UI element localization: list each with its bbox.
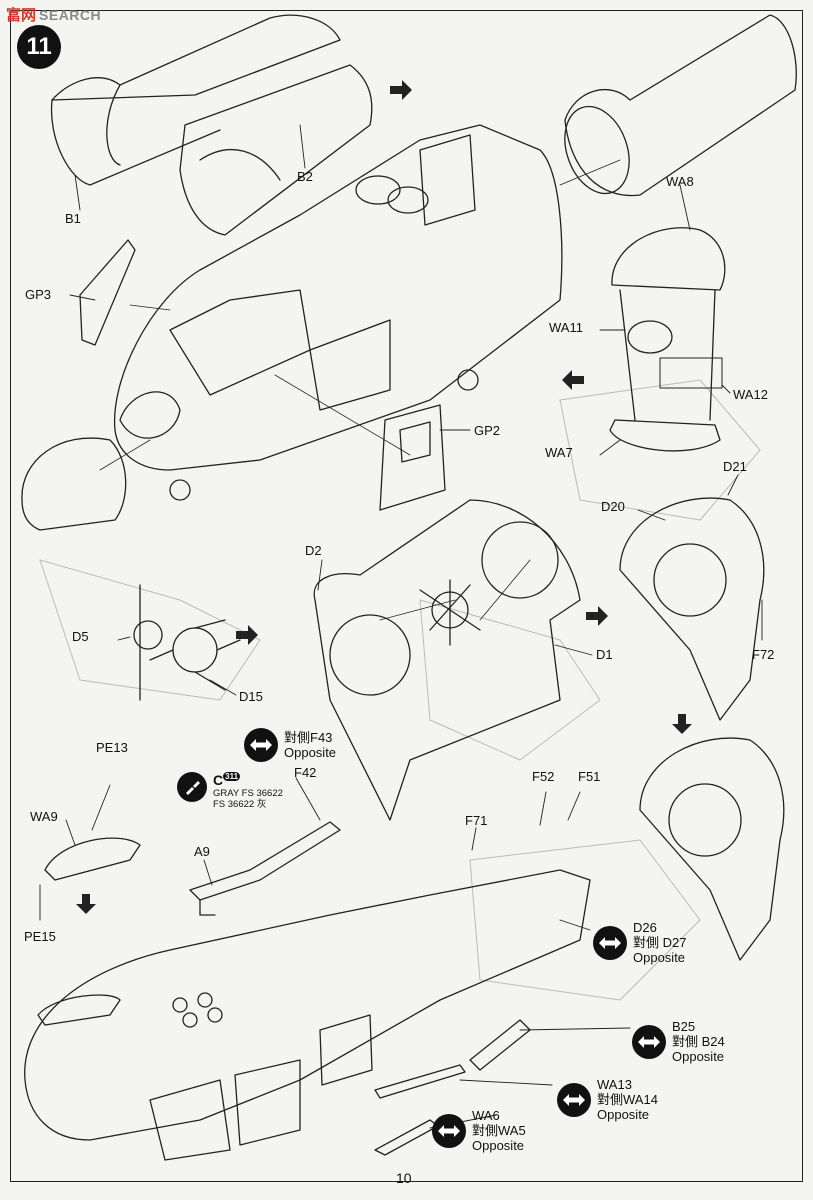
watermark: 富网 SEARCH — [6, 4, 101, 25]
label-d1: D1 — [596, 647, 613, 662]
part-a9-f42 — [189, 821, 341, 916]
opposite-f43-cn: 對側F43 — [284, 730, 333, 745]
assembly-lines — [99, 159, 621, 621]
part-nose-cap — [21, 437, 127, 531]
swap-arrow-icon — [432, 1113, 466, 1148]
page-frame — [10, 10, 803, 1182]
label-pe13: PE13 — [96, 740, 128, 755]
label-d5: D5 — [72, 629, 89, 644]
label-gp2: GP2 — [474, 423, 501, 438]
label-d20: D20 — [601, 499, 625, 514]
part-wa9 — [37, 837, 141, 1026]
part-tail-assembled — [619, 497, 765, 721]
label-wa11: WA11 — [549, 320, 583, 335]
part-b25 — [469, 1019, 531, 1071]
part-gp2-door — [379, 404, 446, 511]
part-tail-assembled-lower — [639, 737, 785, 961]
paint-line-1: GRAY FS 36622 — [213, 788, 283, 799]
opposite-wa6-cn: 對側WA5 — [472, 1123, 526, 1138]
label-pe15: PE15 — [24, 929, 56, 944]
label-d21: D21 — [723, 459, 747, 474]
label-wa8: WA8 — [666, 174, 694, 189]
swap-arrow-icon — [244, 728, 278, 762]
part-tail-cone — [564, 14, 797, 197]
part-d2-tail — [313, 499, 581, 821]
opposite-callout-wa13: WA13 對側WA14 Opposite — [557, 1077, 658, 1122]
leader-lines — [39, 124, 763, 1129]
label-b2: B2 — [297, 169, 313, 184]
opposite-wa6-en: Opposite — [472, 1138, 525, 1153]
label-wa7: WA7 — [545, 445, 573, 460]
watermark-en: SEARCH — [39, 6, 102, 23]
opposite-callout-wa6: WA6 對側WA5 Opposite — [432, 1108, 526, 1153]
part-gp3-door — [79, 239, 136, 346]
opposite-wa13-part: WA13 — [597, 1077, 632, 1092]
opposite-f43-en: Opposite — [284, 745, 337, 760]
label-f51: F51 — [578, 769, 601, 784]
label-f52: F52 — [532, 769, 555, 784]
opposite-d26-part: D26 — [633, 920, 657, 935]
brush-icon — [177, 772, 207, 802]
part-fan-middle — [419, 579, 481, 646]
swap-arrow-icon — [593, 925, 627, 960]
part-wa6 — [374, 1119, 439, 1156]
step-number: 11 — [17, 25, 61, 69]
label-f42: F42 — [294, 765, 317, 780]
step-arrow-icon — [76, 80, 692, 914]
swap-arrow-icon — [632, 1024, 666, 1059]
ghost-background — [39, 379, 761, 1001]
label-wa9: WA9 — [30, 809, 58, 824]
part-upper-fuselage — [113, 124, 563, 501]
opposite-b25-en: Opposite — [672, 1049, 725, 1064]
opposite-b25-cn: 對側 B24 — [672, 1034, 725, 1049]
opposite-d26-cn: 對側 D27 — [633, 935, 687, 950]
label-d2: D2 — [305, 543, 322, 558]
label-f71: F71 — [465, 813, 488, 828]
opposite-d26-en: Opposite — [633, 950, 686, 965]
label-wa12: WA12 — [733, 387, 768, 402]
part-b2-shroud — [179, 64, 373, 236]
part-wa13 — [374, 1064, 466, 1099]
label-gp3: GP3 — [25, 287, 52, 302]
part-b1-shroud — [50, 14, 341, 186]
page-number: 10 — [396, 1170, 412, 1186]
opposite-callout-d26: D26 對側 D27 Opposite — [593, 920, 686, 965]
part-wa-fairing — [609, 227, 726, 452]
part-fenestron-fan — [133, 584, 241, 701]
opposite-wa13-cn: 對側WA14 — [597, 1092, 658, 1107]
opposite-callout-f43: 對側F43 Opposite — [244, 728, 336, 762]
label-f72: F72 — [752, 647, 775, 662]
swap-arrow-icon — [557, 1082, 591, 1117]
opposite-wa6-part: WA6 — [472, 1108, 500, 1123]
label-b1: B1 — [65, 211, 81, 226]
label-a9: A9 — [194, 844, 210, 859]
opposite-callout-b25: B25 對側 B24 Opposite — [632, 1019, 725, 1064]
opposite-wa13-en: Opposite — [597, 1107, 650, 1122]
opposite-b25-part: B25 — [672, 1019, 696, 1034]
paint-line-2: FS 36622 灰 — [213, 799, 267, 810]
label-d15: D15 — [239, 689, 263, 704]
watermark-cn: 富网 — [6, 6, 37, 24]
